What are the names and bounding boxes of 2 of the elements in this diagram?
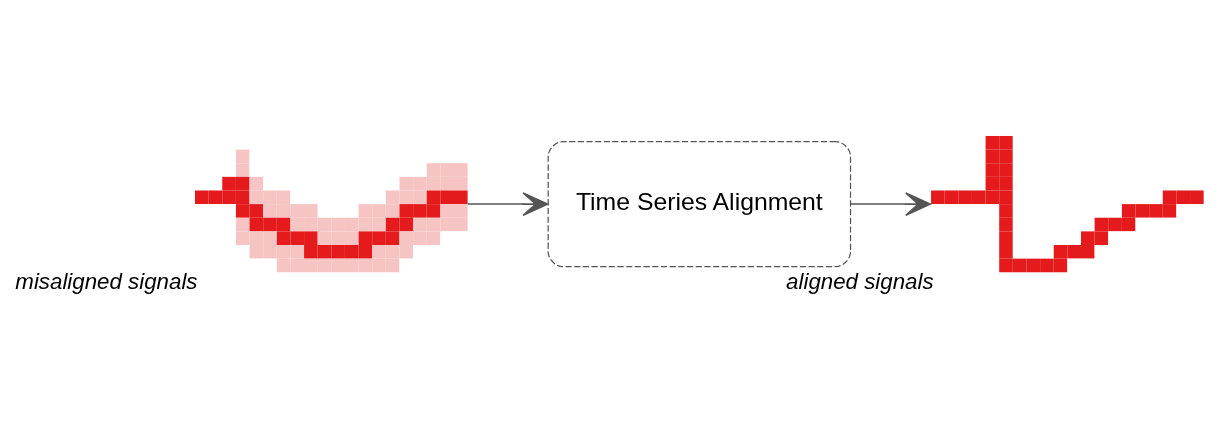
node-label: misaligned signals (15, 268, 198, 294)
node-label: aligned signals (786, 268, 934, 294)
